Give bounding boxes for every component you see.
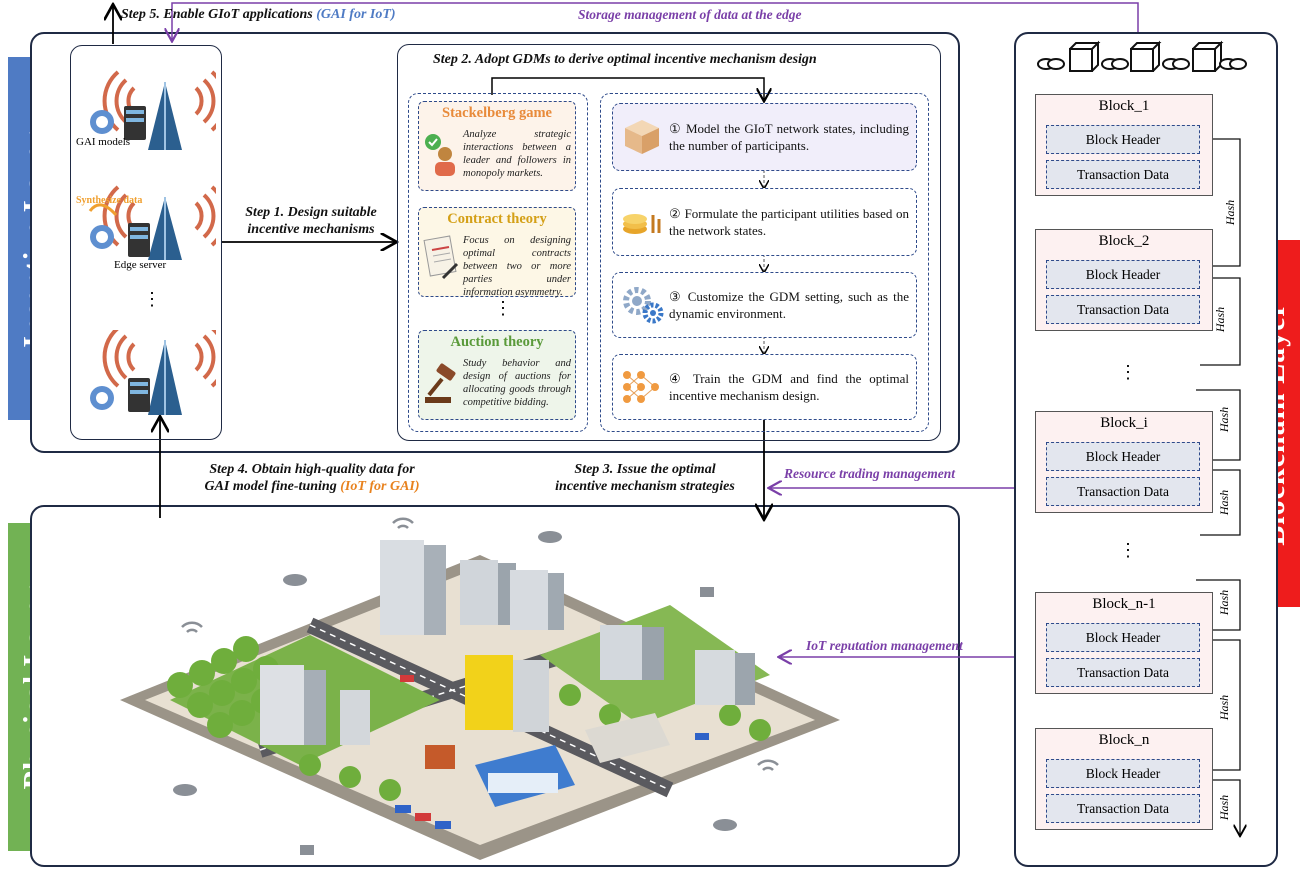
gavel-icon [423,361,461,405]
block-2: Block_2 Block Header Transaction Data [1035,229,1213,331]
transaction-data: Transaction Data [1046,658,1200,687]
gears-icon [621,285,665,325]
theories-container [408,93,588,432]
theory-dots: ⋮ [494,298,512,318]
step4-label: Step 4. Obtain high-quality data for GAI… [204,462,420,494]
process-step-3-text: ③ Customize the GDM setting, such as the… [669,289,909,321]
process-container [600,93,929,432]
tower-antenna-icon [90,70,228,150]
edge-unit-1: GAI models [76,60,228,155]
edge-server-label: Edge server [114,259,167,271]
block-title: Block_1 [1098,98,1150,114]
block-header: Block Header [1046,125,1200,154]
contract-card: Contract theory Focus on designing optim… [418,207,576,298]
process-step-2: ② Formulate the participant utilities ba… [612,188,917,256]
step2-label: Step 2. Adopt GDMs to derive optimal inc… [433,52,817,67]
smart-city-illustration [120,517,840,860]
contract-icon [423,234,461,284]
tower-antenna-icon [88,185,228,260]
edge-unit-3 [76,326,228,425]
block-title: Block_i [1100,415,1148,431]
block-header: Block Header [1046,759,1200,788]
block-title: Block_2 [1098,233,1150,249]
tower-antenna-icon [90,326,228,415]
stackelberg-desc: Analyze strategic interactions between a… [463,129,571,179]
process-step-2-text: ② Formulate the participant utilities ba… [669,206,909,238]
hash-label: Hash [1217,694,1232,721]
process-step-1-text: ① Model the GIoT network states, includi… [669,121,909,153]
hash-label: Hash [1223,199,1238,226]
transaction-data: Transaction Data [1046,477,1200,506]
auction-title: Auction theory [450,334,544,350]
block-header: Block Header [1046,260,1200,289]
step1-label: Step 1. Design suitable incentive mechan… [245,205,377,237]
cube-grid-icon [623,118,661,156]
reputation-management-label: IoT reputation management [806,638,963,653]
contract-title: Contract theory [447,211,547,227]
hash-label: Hash [1217,406,1232,433]
neural-network-icon [621,367,665,407]
hash-label: Hash [1217,794,1232,821]
edge-servers-box [70,45,222,440]
block-title: Block_n-1 [1092,596,1156,612]
storage-management-label: Storage management of data at the edge [578,7,802,22]
process-step-3: ③ Customize the GDM setting, such as the… [612,272,917,338]
auction-card: Auction theory Study behavior and design… [418,330,576,420]
block-n-1: Block_n-1 Block Header Transaction Data [1035,592,1213,694]
transaction-data: Transaction Data [1046,794,1200,823]
block-header: Block Header [1046,442,1200,471]
process-step-1: ① Model the GIoT network states, includi… [612,103,917,171]
stackelberg-card: Stackelberg game Analyze strategic inter… [418,101,576,191]
block-dots-1: ⋮ [1119,362,1137,382]
auction-desc: Study behavior and design of auctions fo… [463,358,571,408]
block-i: Block_i Block Header Transaction Data [1035,411,1213,513]
edge-unit-2: Synthesize data Edge server [76,175,228,275]
step2-box [397,44,941,441]
synthesize-data-label: Synthesize data [76,195,143,206]
step5-label: Step 5. Enable GIoT applications (GAI fo… [121,7,396,22]
coins-icon [621,207,665,239]
contract-desc: Focus on designing optimal contracts bet… [463,235,571,298]
hash-label: Hash [1217,589,1232,616]
block-header: Block Header [1046,623,1200,652]
block-1: Block_1 Block Header Transaction Data [1035,94,1213,196]
hash-label: Hash [1217,489,1232,516]
hash-label: Hash [1213,306,1228,333]
leader-followers-icon [423,132,461,176]
edge-dots: ⋮ [143,289,161,309]
gai-models-label: GAI models [76,136,131,148]
transaction-data: Transaction Data [1046,295,1200,324]
transaction-data: Transaction Data [1046,160,1200,189]
block-n: Block_n Block Header Transaction Data [1035,728,1213,830]
process-step-4: ④ Train the GDM and find the optimal inc… [612,354,917,420]
block-dots-2: ⋮ [1119,540,1137,560]
stackelberg-title: Stackelberg game [442,105,552,121]
resource-trading-label: Resource trading management [784,466,956,481]
process-step-4-text: ④ Train the GDM and find the optimal inc… [669,371,909,403]
block-title: Block_n [1098,732,1150,748]
step3-label: Step 3. Issue the optimal incentive mech… [555,462,735,494]
